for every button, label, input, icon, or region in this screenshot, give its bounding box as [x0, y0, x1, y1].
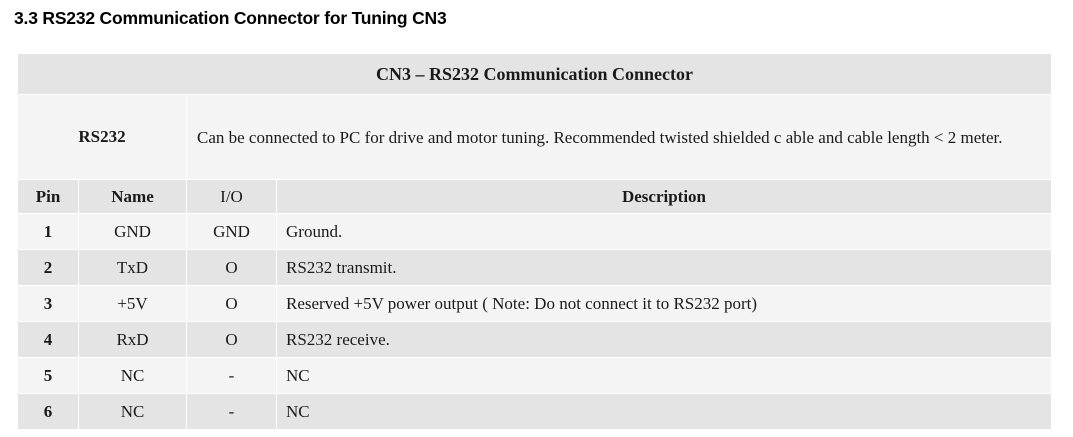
cell-description: Reserved +5V power output ( Note: Do not… [277, 286, 1051, 321]
table-row: 3 +5V O Reserved +5V power output ( Note… [18, 286, 1051, 321]
cn3-connector-table: CN3 – RS232 Communication Connector RS23… [17, 53, 1052, 430]
cell-description: NC [277, 358, 1051, 393]
table-title: CN3 – RS232 Communication Connector [18, 54, 1051, 94]
cell-description: Ground. [277, 214, 1051, 249]
cell-io: - [187, 394, 276, 429]
table-overview-row: RS232 Can be connected to PC for drive a… [18, 95, 1051, 179]
cell-name: GND [79, 214, 186, 249]
rs232-overview-description: Can be connected to PC for drive and mot… [187, 95, 1051, 179]
table-row: 6 NC - NC [18, 394, 1051, 429]
table-title-row: CN3 – RS232 Communication Connector [18, 54, 1051, 94]
table-row: 5 NC - NC [18, 358, 1051, 393]
cell-pin: 2 [18, 250, 78, 285]
cell-description: NC [277, 394, 1051, 429]
cell-io: GND [187, 214, 276, 249]
cell-io: O [187, 286, 276, 321]
rs232-label: RS232 [18, 95, 186, 179]
cell-name: TxD [79, 250, 186, 285]
cell-name: NC [79, 394, 186, 429]
column-header-name: Name [79, 180, 186, 213]
table-row: 2 TxD O RS232 transmit. [18, 250, 1051, 285]
page-title: 3.3 RS232 Communication Connector for Tu… [14, 8, 447, 28]
cell-pin: 5 [18, 358, 78, 393]
table-row: 4 RxD O RS232 receive. [18, 322, 1051, 357]
column-header-pin: Pin [18, 180, 78, 213]
table-row: 1 GND GND Ground. [18, 214, 1051, 249]
cell-pin: 6 [18, 394, 78, 429]
table-column-header-row: Pin Name I/O Description [18, 180, 1051, 213]
cell-io: O [187, 322, 276, 357]
cell-description: RS232 receive. [277, 322, 1051, 357]
cell-name: NC [79, 358, 186, 393]
cell-io: O [187, 250, 276, 285]
cell-pin: 3 [18, 286, 78, 321]
cell-pin: 4 [18, 322, 78, 357]
cell-name: +5V [79, 286, 186, 321]
column-header-description: Description [277, 180, 1051, 213]
cell-io: - [187, 358, 276, 393]
cell-pin: 1 [18, 214, 78, 249]
cell-description: RS232 transmit. [277, 250, 1051, 285]
column-header-io: I/O [187, 180, 276, 213]
cell-name: RxD [79, 322, 186, 357]
